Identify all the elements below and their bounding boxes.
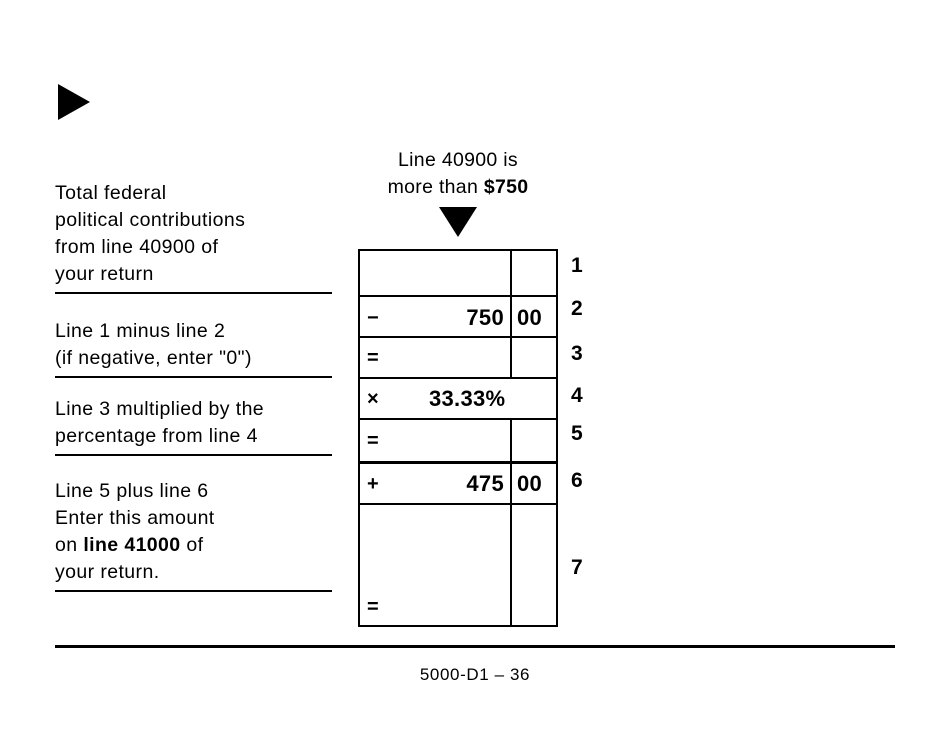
worksheet-row-1[interactable] [360,251,556,297]
label-underline [55,454,332,456]
label-text-suffix: of [180,534,204,556]
worksheet-row-2[interactable]: − 750 00 [360,297,556,338]
footer-form-code: 5000-D1 – 36 [419,665,531,684]
label-line: percentage from line 4 [55,425,258,447]
worksheet-row-5[interactable]: = [360,420,556,461]
worksheet-group-1: − 750 00 [358,249,558,340]
row-5-dollars-cell[interactable]: = [360,420,512,461]
table-condition-note: Line 40900 is more than $750 [358,147,558,201]
worksheet-row-7[interactable]: = [360,505,556,625]
row-number-3: 3 [571,342,583,365]
row-2-dollars-cell[interactable]: − 750 [360,297,512,338]
note-line-2: more than $750 [358,174,558,201]
row-6-dollars-cell[interactable]: + 475 [360,464,512,503]
row-1-cents-cell[interactable] [512,251,556,295]
worksheet-group-2: = × 33.33% = [358,336,558,463]
row-4-operator: × [367,387,379,410]
label-block-line5-plus-line6: Line 5 plus line 6 Enter this amount on … [55,478,355,592]
row-5-operator: = [367,429,379,452]
row-5-cents-cell[interactable] [512,420,556,461]
label-line: Total federal [55,182,167,204]
row-2-cents: 00 [517,304,543,330]
row-number-4: 4 [571,384,583,407]
row-1-dollars-cell[interactable] [360,251,512,295]
row-4-percentage-cell[interactable]: × 33.33% [360,379,556,418]
row-2-amount: 750 [466,304,504,330]
row-4-percentage: 33.33% [428,385,506,411]
row-6-amount: 475 [466,470,504,496]
label-line: political contributions [55,209,246,231]
row-number-6: 6 [571,469,583,492]
footer-divider [55,645,895,648]
worksheet-row-4[interactable]: × 33.33% [360,379,556,420]
row-number-7: 7 [571,556,583,579]
row-number-1: 1 [571,254,583,277]
note-threshold-amount: $750 [483,176,529,198]
row-3-cents-cell[interactable] [512,338,556,377]
label-line-enter-on-line: on line 41000 of [55,532,355,559]
label-line: Line 1 minus line 2 [55,320,226,342]
label-line: from line 40900 of [55,236,219,258]
label-text-prefix: on [55,534,84,556]
label-line: your return. [55,561,160,583]
triangle-right-icon [58,84,90,120]
row-number-2: 2 [571,297,583,320]
row-3-operator: = [367,346,379,369]
label-block-total-contributions: Total federal political contributions fr… [55,180,355,294]
label-line: your return [55,263,154,285]
worksheet-group-3: + 475 00 = [358,462,558,627]
row-7-cents-cell[interactable] [512,505,556,625]
label-line: Line 3 multiplied by the [55,398,265,420]
triangle-down-icon [439,207,477,237]
note-text-prefix: more than [387,176,484,198]
row-7-operator: = [367,596,379,618]
row-6-operator: + [367,472,379,495]
row-7-dollars-cell[interactable]: = [360,505,512,625]
label-line: Enter this amount [55,507,215,529]
worksheet-row-6[interactable]: + 475 00 [360,464,556,505]
note-line-1: Line 40900 is [398,149,518,171]
label-text-line-41000: line 41000 [83,534,181,556]
row-6-cents-cell[interactable]: 00 [512,464,556,503]
label-underline [55,292,332,294]
row-2-cents-cell[interactable]: 00 [512,297,556,338]
row-number-5: 5 [571,422,583,445]
label-line: Line 5 plus line 6 [55,480,209,502]
row-2-operator: − [367,306,379,329]
row-3-dollars-cell[interactable]: = [360,338,512,377]
label-underline [55,376,332,378]
label-block-line1-minus-line2: Line 1 minus line 2 (if negative, enter … [55,318,355,378]
label-line: (if negative, enter "0") [55,347,252,369]
label-underline [55,590,332,592]
worksheet-row-3[interactable]: = [360,338,556,379]
row-6-cents: 00 [517,470,543,496]
label-block-line3-multiplied: Line 3 multiplied by the percentage from… [55,396,355,456]
